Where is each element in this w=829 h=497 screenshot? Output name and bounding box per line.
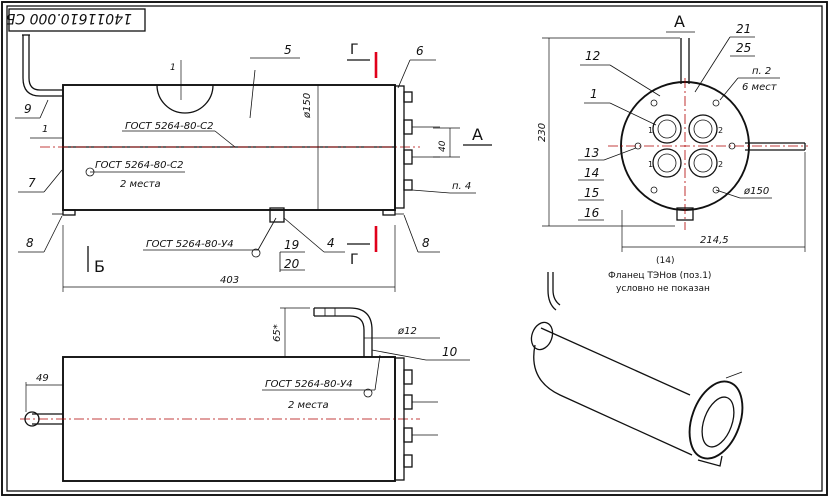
note-p2: п. 2 <box>752 66 771 77</box>
pos-10: 10 <box>442 345 458 359</box>
inlet-pipe <box>28 35 63 91</box>
pos-15: 15 <box>584 186 599 200</box>
pos-9: 9 <box>24 102 32 116</box>
pos-8-left: 8 <box>26 236 34 250</box>
pos-16: 16 <box>584 206 600 220</box>
plan-outlet-pipe <box>314 307 373 357</box>
note-p4: п. 4 <box>452 181 471 192</box>
dim-214: 214,5 <box>700 235 729 246</box>
filler-cap <box>156 84 214 114</box>
pos-4: 4 <box>327 236 335 250</box>
pos-8-right: 8 <box>422 236 430 250</box>
dim-49: 49 <box>36 373 49 384</box>
note-6: 6 мест <box>742 82 778 93</box>
flange <box>394 85 405 209</box>
pos-6: 6 <box>416 44 424 58</box>
inner-frame <box>6 5 823 492</box>
pos-20: 20 <box>284 257 300 271</box>
gost-c2-top: ГОСТ 5264-80-С2 <box>125 121 213 132</box>
gost-u4-front: ГОСТ 5264-80-У4 <box>146 239 234 250</box>
front-view: ø150 1 403 40 А Г Г Б 5 6 9 1 ГОСТ 52 <box>15 34 492 292</box>
gost-c2: ГОСТ 5264-80-С2 <box>95 160 183 171</box>
dim-small: 1 <box>170 63 176 73</box>
title-stamp: 14011610.000 СБ <box>6 8 146 32</box>
pos-21: 21 <box>736 22 751 36</box>
dim-40: 40 <box>438 140 448 152</box>
heater-2b: 2 <box>718 160 723 169</box>
plan-pipe-end <box>24 411 40 427</box>
dim-ref-14: (14) <box>656 256 674 266</box>
pos-19: 19 <box>284 238 299 252</box>
plan-view: 49 65* ø12 10 ГОСТ 5264-80-У4 2 места <box>20 307 470 482</box>
pos-14: 14 <box>584 166 599 180</box>
drain-fitting <box>269 207 285 223</box>
dim-65: 65* <box>272 324 283 342</box>
dim-gap: 1 <box>42 124 48 135</box>
side-view: А 1 2 1 2 230 <box>537 12 808 294</box>
pos-7: 7 <box>28 176 36 190</box>
gost-u4-plan: ГОСТ 5264-80-У4 <box>265 379 353 390</box>
side-view-label: А <box>674 12 685 31</box>
pos-12: 12 <box>585 49 600 63</box>
side-diameter: ø150 <box>743 186 769 197</box>
view-b-label: Б <box>94 257 105 276</box>
heater-sockets: 1 2 1 2 <box>648 114 723 178</box>
drawing-code: 14011610.000 СБ <box>6 10 132 26</box>
iso-pipe <box>552 272 561 306</box>
heater-1a: 1 <box>648 126 653 135</box>
dim-d12: ø12 <box>397 326 417 337</box>
view-a-label: А <box>472 125 483 144</box>
flange-note-1: Фланец ТЭНов (поз.1) <box>608 271 711 281</box>
foot-left <box>62 209 76 216</box>
pos-25: 25 <box>736 41 751 55</box>
isometric-view <box>530 272 744 467</box>
foot-right <box>382 209 396 216</box>
pos-13: 13 <box>584 146 599 160</box>
heater-2a: 2 <box>718 126 723 135</box>
dim-diameter: ø150 <box>302 93 313 119</box>
pos-1: 1 <box>590 87 598 101</box>
qty-2-plan: 2 места <box>288 400 329 411</box>
iso-flange-end <box>688 380 744 460</box>
dim-length: 403 <box>220 275 239 286</box>
heater-1b: 1 <box>648 160 653 169</box>
section-g-top: Г <box>350 42 359 58</box>
qty-2-front: 2 места <box>120 179 161 190</box>
pos-5: 5 <box>284 43 292 57</box>
dim-230: 230 <box>537 123 548 142</box>
section-g-bottom: Г <box>350 252 359 268</box>
bolt-holes <box>634 99 736 194</box>
flange-note-2: условно не показан <box>616 284 710 294</box>
